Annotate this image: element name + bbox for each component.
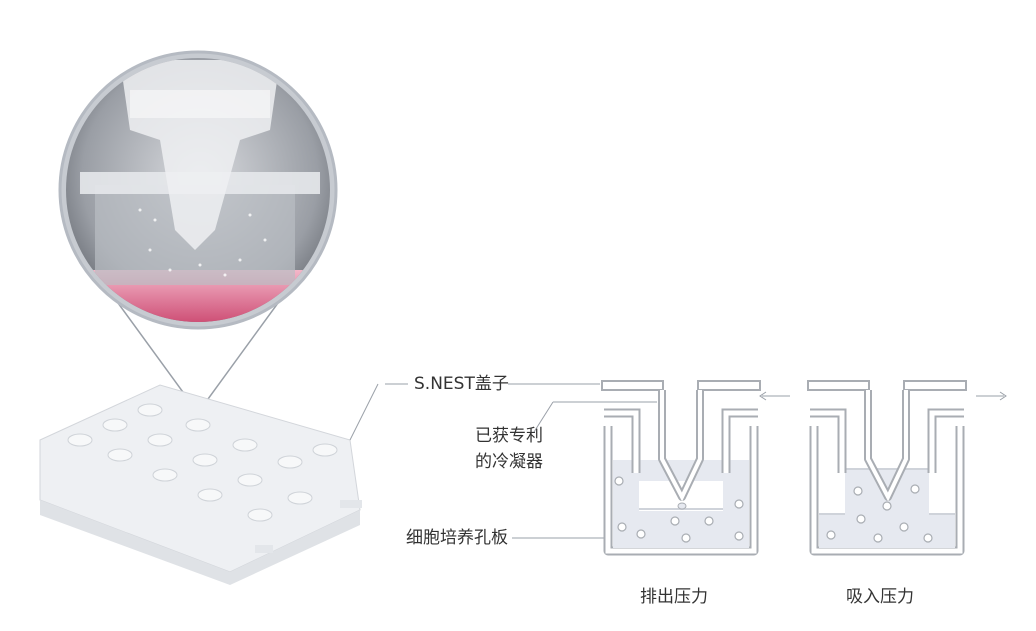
condenser-label-line2: 的冷凝器 [475, 452, 543, 472]
condenser-label-line1: 已获专利 [475, 426, 543, 446]
intake-pressure-label: 吸入压力 [846, 587, 914, 607]
leader-lines [349, 383, 657, 539]
exhaust-pressure-label: 排出压力 [640, 587, 708, 607]
lid-label: S.NEST盖子 [414, 374, 509, 394]
well-plate-image [39, 384, 362, 585]
zoom-connector-lines [109, 291, 287, 411]
intake-diagram [807, 380, 1007, 556]
plate-label: 细胞培养孔板 [406, 528, 508, 548]
magnified-view-image [58, 50, 338, 330]
exhaust-diagram [601, 380, 790, 556]
